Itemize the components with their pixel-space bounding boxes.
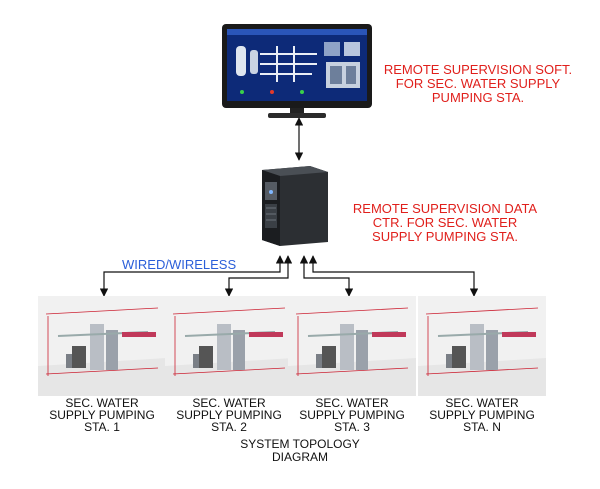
link-station-2	[224, 255, 293, 297]
station-label-n: SEC. WATER SUPPLY PUMPING STA. N	[429, 396, 535, 434]
station-photo-3	[288, 296, 416, 396]
monitor-label: REMOTE SUPERVISION SOFT. FOR SEC. WATER …	[383, 62, 573, 105]
station-photo-2	[165, 296, 293, 396]
station-label-2: SEC. WATER SUPPLY PUMPING STA. 2	[176, 396, 282, 434]
monitor-image	[222, 24, 372, 118]
station-label-1: SEC. WATER SUPPLY PUMPING STA. 1	[49, 396, 155, 434]
station-label-3: SEC. WATER SUPPLY PUMPING STA. 3	[299, 396, 405, 434]
server-label: REMOTE SUPERVISION DATA CTR. FOR SEC. WA…	[352, 201, 538, 244]
wired-wireless-label: WIRED/WIRELESS	[122, 257, 237, 272]
station-photo-n	[418, 296, 546, 396]
link-station-3	[299, 255, 354, 297]
link-station-n	[308, 255, 479, 297]
station-photo-1	[38, 296, 166, 396]
server-image	[262, 166, 328, 246]
diagram-caption: SYSTEM TOPOLOGY DIAGRAM	[240, 437, 360, 464]
